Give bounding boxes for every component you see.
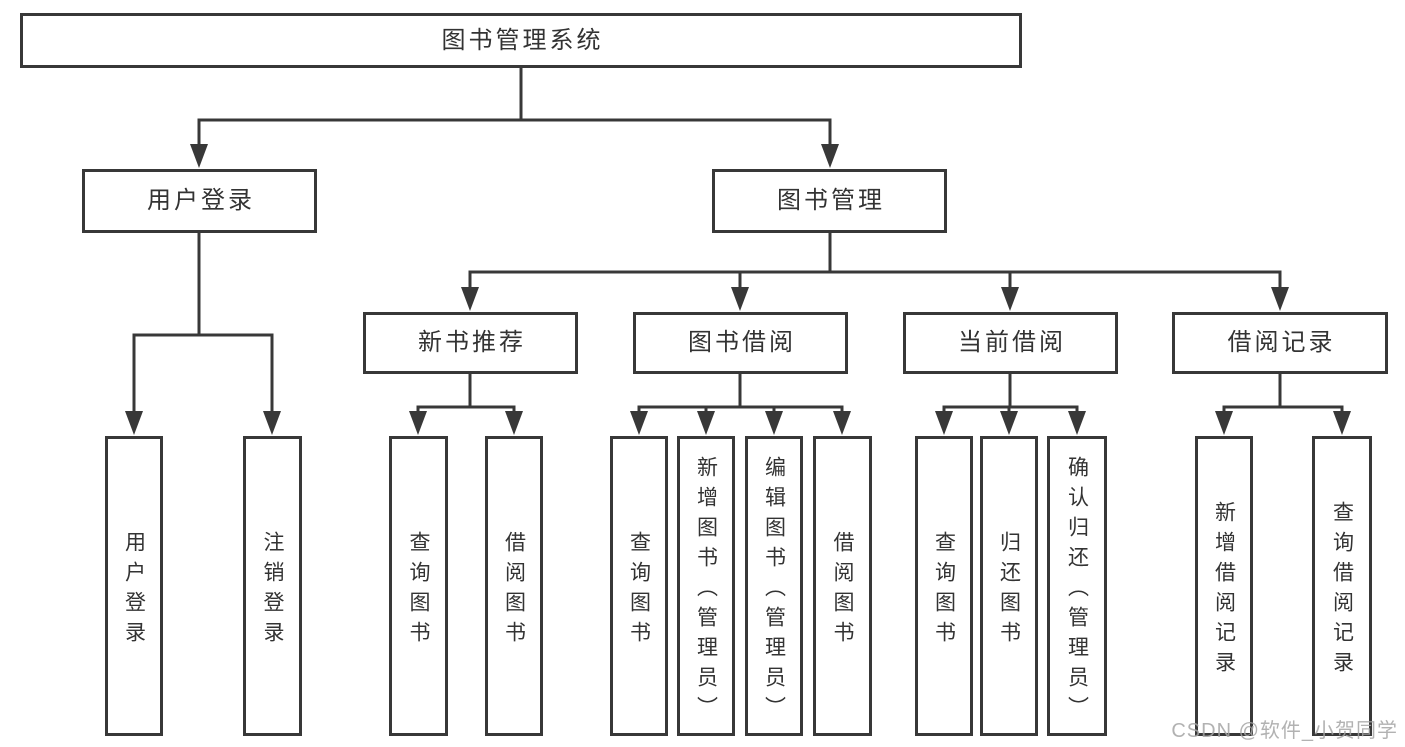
leaf-query-borrow-record-label: 查询借阅记录 [1330,500,1354,681]
arrowhead-icon [935,411,953,435]
leaf-add-book-admin: 新增图书（管理员） [677,436,735,736]
arrowhead-icon [1068,411,1086,435]
leaf-return-book-label: 归还图书 [997,530,1021,651]
arrowhead-icon [1001,287,1019,311]
leaf-query-book-1: 查询图书 [389,436,448,736]
node-book-borrow-label: 图书借阅 [688,329,796,356]
node-current-borrow-label: 当前借阅 [958,329,1066,356]
arrowhead-icon [630,411,648,435]
node-new-book-recommend: 新书推荐 [363,312,578,374]
leaf-edit-book-admin: 编辑图书（管理员） [745,436,803,736]
leaf-query-book-1-label: 查询图书 [407,530,430,651]
leaf-borrow-book-2: 借阅图书 [813,436,872,736]
leaf-add-borrow-record: 新增借阅记录 [1195,436,1253,736]
arrowhead-icon [125,411,143,435]
leaf-query-borrow-record: 查询借阅记录 [1312,436,1372,736]
watermark: CSDN @软件_小贺同学 [1171,720,1398,742]
node-borrow-records-label: 借阅记录 [1227,329,1336,356]
arrowhead-icon [1333,411,1351,435]
node-book-management: 图书管理 [712,169,947,233]
leaf-confirm-return-admin-label: 确认归还（管理员） [1065,455,1089,726]
arrowhead-icon [409,411,427,435]
arrowhead-icon [461,287,479,311]
arrowhead-icon [1271,287,1289,311]
arrowhead-icon [263,411,281,435]
node-borrow-records: 借阅记录 [1172,312,1388,374]
node-user-login-label: 用户登录 [147,187,255,214]
arrowhead-icon [821,144,839,168]
leaf-return-book: 归还图书 [980,436,1038,736]
node-root-label: 图书管理系统 [441,26,604,54]
leaf-add-borrow-record-label: 新增借阅记录 [1212,500,1236,681]
node-new-book-recommend-label: 新书推荐 [418,329,526,356]
node-user-login: 用户登录 [82,169,317,233]
node-book-management-label: 图书管理 [777,187,885,214]
arrowhead-icon [1000,411,1018,435]
leaf-logout-login-label: 注销登录 [261,530,284,651]
leaf-user-login-label: 用户登录 [122,530,146,651]
arrowhead-icon [505,411,523,435]
leaf-borrow-book-1-label: 借阅图书 [502,530,526,651]
leaf-user-login: 用户登录 [105,436,163,736]
arrowhead-icon [833,411,851,435]
leaf-add-book-admin-label: 新增图书（管理员） [694,455,718,726]
node-root: 图书管理系统 [20,13,1022,68]
leaf-edit-book-admin-label: 编辑图书（管理员） [762,455,786,726]
leaf-borrow-book-1: 借阅图书 [485,436,543,736]
leaf-query-book-2-label: 查询图书 [627,530,651,651]
arrowheads [125,144,1351,435]
arrowhead-icon [765,411,783,435]
leaf-query-book-3: 查询图书 [915,436,973,736]
leaf-query-book-3-label: 查询图书 [932,530,956,651]
arrowhead-icon [1215,411,1233,435]
arrowhead-icon [697,411,715,435]
arrowhead-icon [190,144,208,168]
arrowhead-icon [731,287,749,311]
leaf-logout-login: 注销登录 [243,436,302,736]
node-current-borrow: 当前借阅 [903,312,1118,374]
leaf-query-book-2: 查询图书 [610,436,668,736]
leaf-borrow-book-2-label: 借阅图书 [831,530,854,651]
node-book-borrow: 图书借阅 [633,312,848,374]
leaf-confirm-return-admin: 确认归还（管理员） [1047,436,1107,736]
